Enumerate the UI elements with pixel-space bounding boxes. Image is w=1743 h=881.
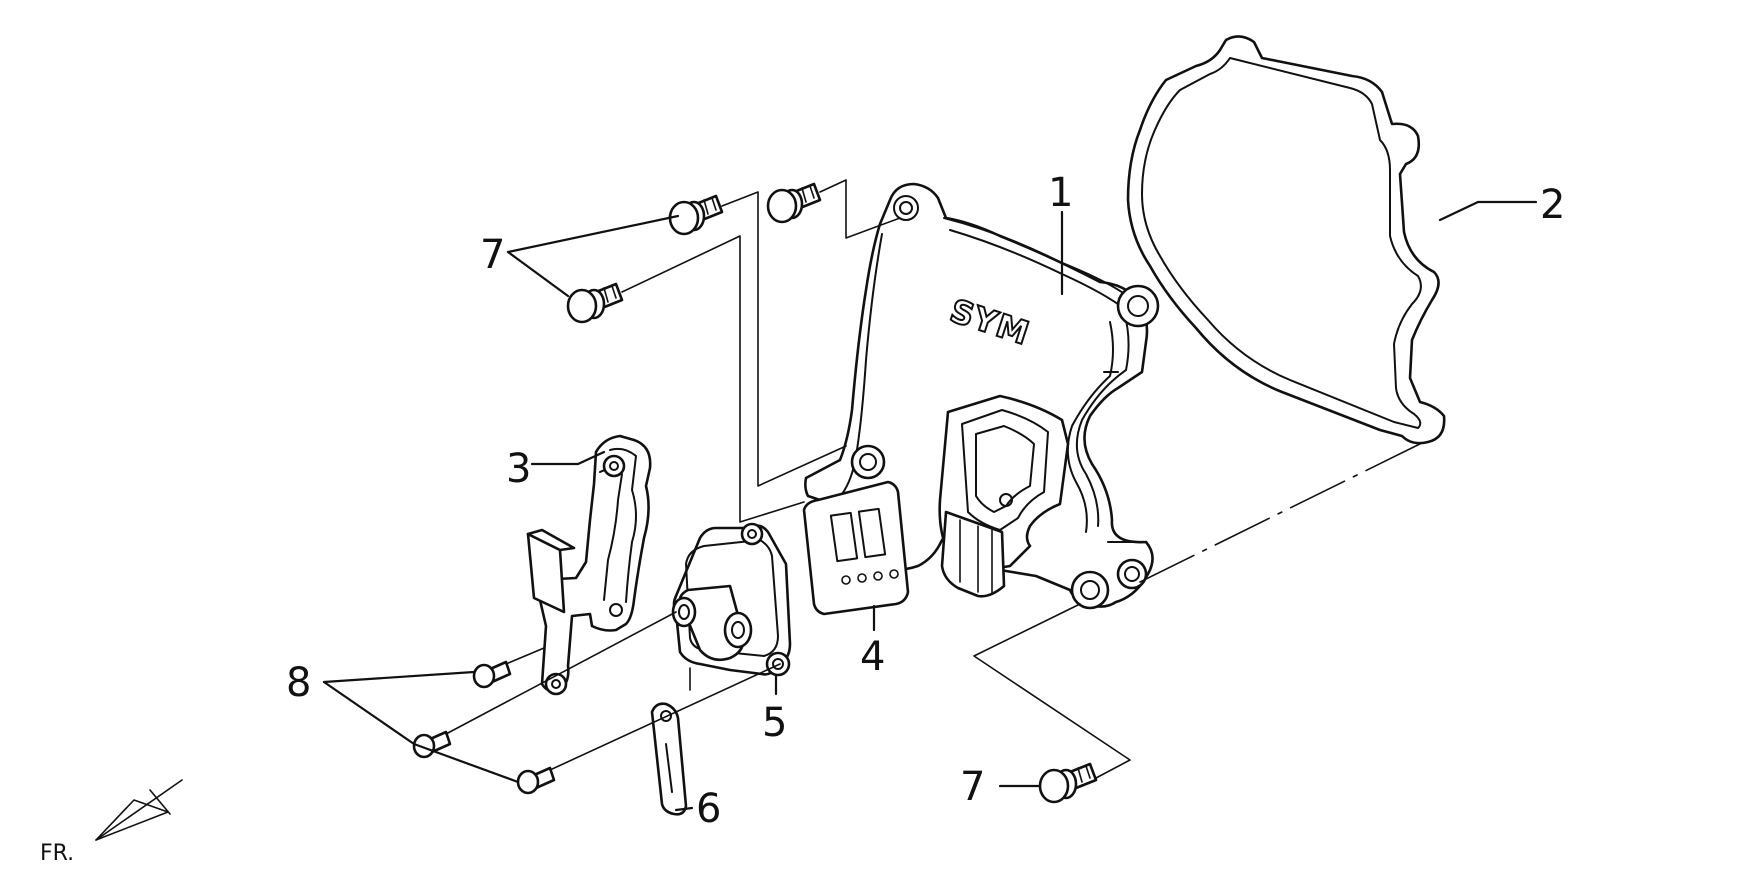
callout-7-lower: 7 [960,764,985,810]
callout-3: 3 [506,446,531,492]
assembly-lines [445,179,1429,779]
screw-2 [412,730,452,759]
flange-bolt-3 [566,282,624,324]
flange-bolt-4 [1038,762,1098,804]
gasket-part [1126,35,1446,445]
flange-bolt-2 [766,182,822,224]
screw-1 [472,660,512,689]
callout-5: 5 [762,700,787,746]
reed-plate-part [802,480,910,616]
callout-7-upper: 7 [480,232,505,278]
callout-8: 8 [286,660,311,706]
callout-leaders [322,200,1538,812]
flange-bolt-1 [668,194,724,236]
screw-3 [516,766,556,795]
callout-2: 2 [1540,182,1565,228]
front-direction-arrow [95,779,183,841]
front-indicator-label: FR. [40,841,74,866]
strip-plate-part [650,702,688,816]
reed-valve-cover-part [671,522,792,677]
callout-6: 6 [696,786,721,832]
callout-1: 1 [1048,170,1073,216]
bracket-part [526,434,652,696]
callout-4: 4 [860,634,885,680]
